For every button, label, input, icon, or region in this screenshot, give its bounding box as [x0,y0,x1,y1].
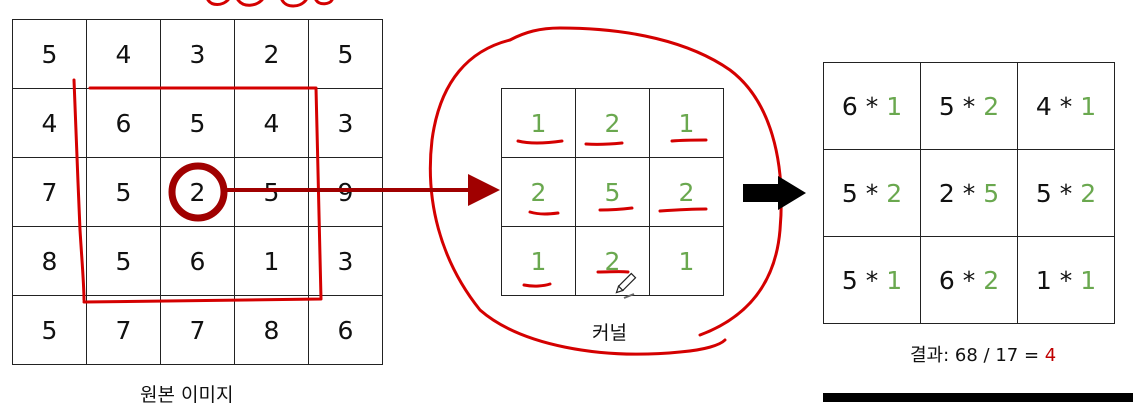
pixel-value: 4 [1035,91,1052,121]
image-cell: 4 [234,88,309,158]
pixel-value: 5 [1035,178,1052,208]
operator: * [865,91,879,121]
top-scribble [206,0,334,8]
image-cell: 3 [308,88,383,158]
image-cell: 5 [160,88,235,158]
image-cell: 2 [234,19,309,89]
kernel-value: 2 [886,178,903,208]
operator: * [1059,178,1073,208]
kernel-cell: 1 [501,88,576,158]
image-cell: 5 [86,226,161,296]
image-cell: 6 [308,295,383,365]
image-cell: 6 [86,88,161,158]
kernel-value: 1 [1080,265,1097,295]
result-label: 결과: 68 / 17 = [910,345,1040,366]
kernel-value: 2 [983,265,1000,295]
pixel-value: 1 [1035,265,1052,295]
kernel-value: 1 [886,91,903,121]
pixel-value: 6 [841,91,858,121]
pixel-value: 5 [841,178,858,208]
pixel-value: 6 [938,265,955,295]
product-cell: 1 * 1 [1017,236,1115,324]
operator: * [962,91,976,121]
pen-cursor-icon [615,272,637,294]
multiplication-grid: 6 * 1 5 * 2 4 * 1 5 * 2 2 * 5 5 * 2 5 * … [823,62,1115,324]
kernel-value: 2 [983,91,1000,121]
center-pixel-circle [168,162,228,222]
bottom-bar [823,393,1133,402]
kernel-cell: 1 [649,226,724,296]
region-outline [72,78,323,304]
black-arrow-icon [743,176,806,210]
result-caption: 결과: 68 / 17 = 4 [910,341,1056,367]
operator: * [865,265,879,295]
kernel-cell: 2 [649,157,724,227]
kernel-value: 1 [886,265,903,295]
operator: * [865,178,879,208]
image-cell: 5 [12,19,87,89]
kernel-cell: 1 [649,88,724,158]
kernel-grid: 1 2 1 2 5 2 1 2 1 [501,88,724,296]
kernel-outline [428,26,783,356]
kernel-cell: 5 [575,157,650,227]
operator: * [962,265,976,295]
image-cell: 7 [86,295,161,365]
kernel-cell: 2 [575,88,650,158]
image-cell: 5 [86,157,161,227]
kernel-value: 5 [983,178,1000,208]
product-cell: 5 * 2 [920,62,1018,150]
kernel-cell: 2 [575,226,650,296]
small-mark [623,293,635,299]
pixel-value: 5 [841,265,858,295]
operator: * [962,178,976,208]
image-cell: 5 [12,295,87,365]
product-cell: 5 * 1 [823,236,921,324]
kernel-value: 1 [1080,91,1097,121]
operator: * [1059,265,1073,295]
operator: * [1059,91,1073,121]
kernel-cell: 2 [501,157,576,227]
pixel-value: 5 [938,91,955,121]
result-value: 4 [1044,345,1057,366]
kernel-value: 2 [1080,178,1097,208]
product-cell: 5 * 2 [1017,149,1115,237]
image-cell: 8 [12,226,87,296]
image-cell: 7 [12,157,87,227]
image-cell: 4 [86,19,161,89]
image-cell: 5 [308,19,383,89]
pixel-value: 2 [938,178,955,208]
kernel-caption: 커널 [592,322,627,344]
kernel-underlines [516,138,708,288]
image-caption: 원본 이미지 [140,384,234,406]
